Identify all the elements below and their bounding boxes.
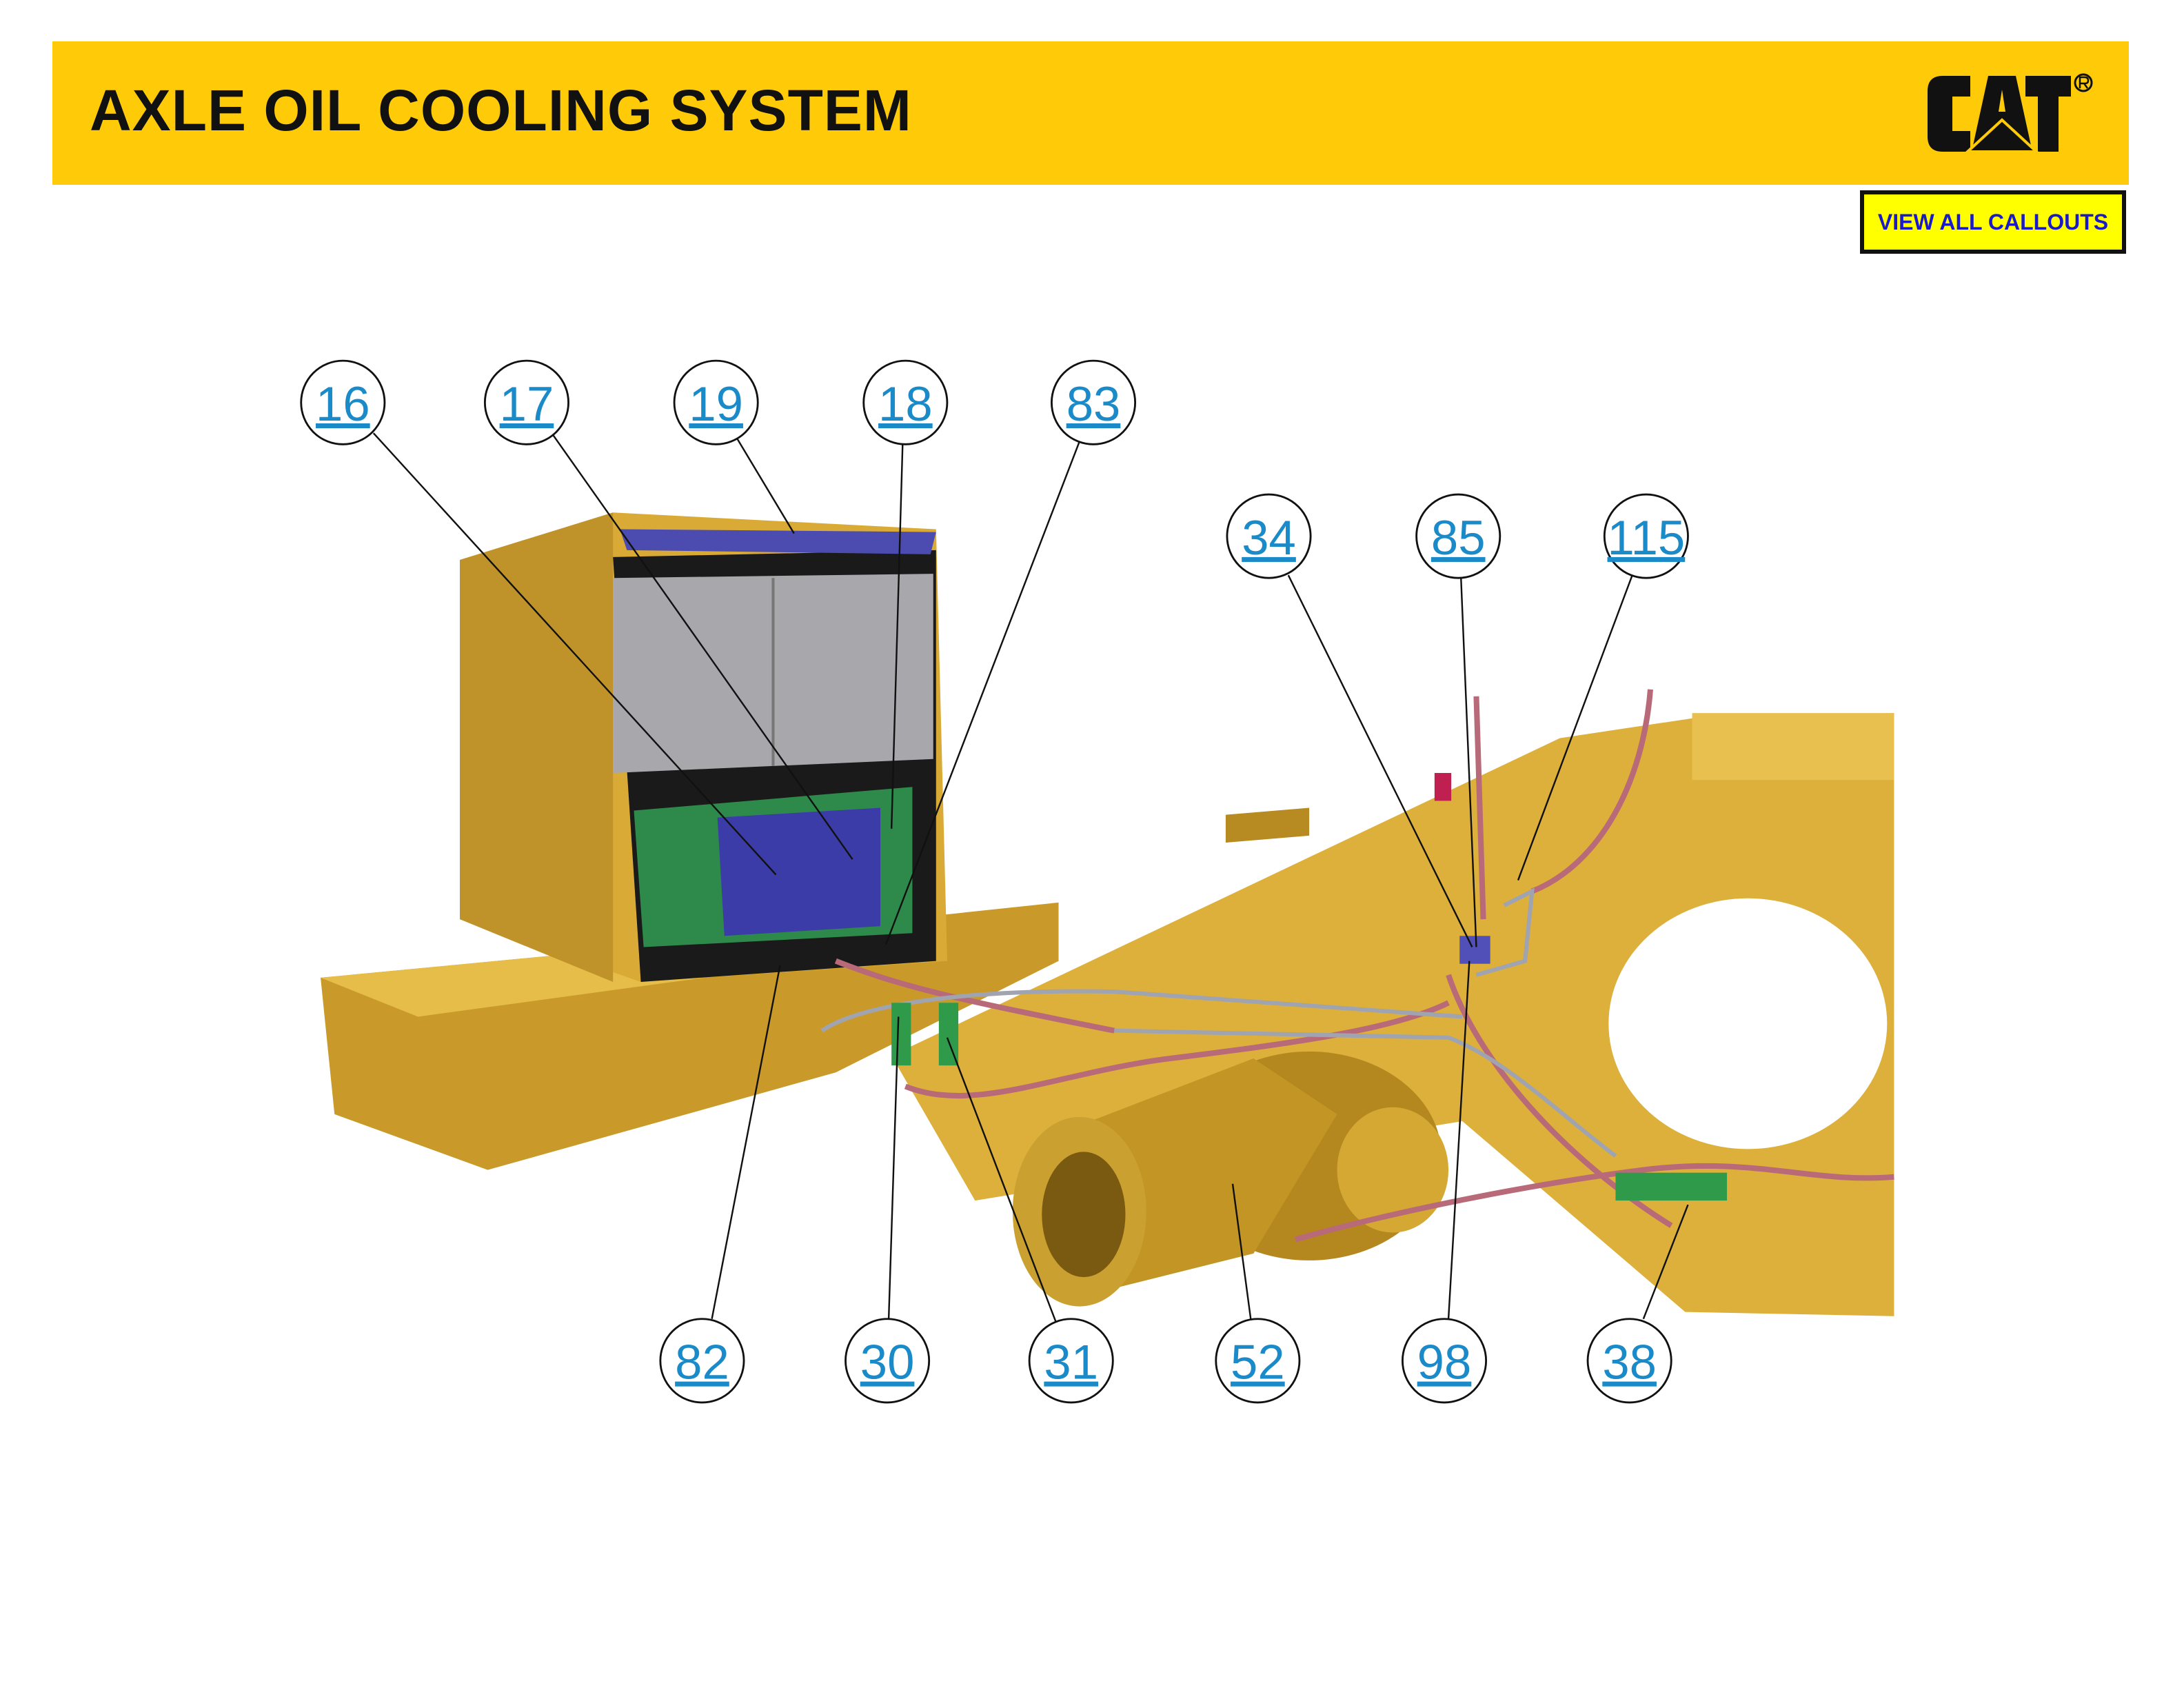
callout-98-label[interactable]: 98 <box>1417 1335 1472 1389</box>
page-title: AXLE OIL COOLING SYSTEM <box>90 78 912 143</box>
callout-85[interactable]: 85 <box>1415 493 1502 579</box>
callout-98[interactable]: 98 <box>1402 1318 1488 1404</box>
callout-38[interactable]: 38 <box>1586 1318 1672 1404</box>
callout-31[interactable]: 31 <box>1028 1318 1114 1404</box>
callout-85-label[interactable]: 85 <box>1431 510 1486 565</box>
callout-16-label[interactable]: 16 <box>316 376 370 431</box>
callout-19-label[interactable]: 19 <box>689 376 743 431</box>
logo-triangle-icon <box>1963 118 2041 153</box>
callout-52-label[interactable]: 52 <box>1231 1335 1285 1389</box>
frame-opening <box>1608 898 1888 1149</box>
callout-52[interactable]: 52 <box>1215 1318 1301 1404</box>
callout-115[interactable]: 115 <box>1603 493 1689 579</box>
header-banner: AXLE OIL COOLING SYSTEM <box>52 41 2129 185</box>
axle-oil-cooler <box>717 807 880 936</box>
callout-83[interactable]: 83 <box>1051 359 1137 445</box>
manifold-block <box>1615 1172 1728 1201</box>
callout-18-label[interactable]: 18 <box>878 376 933 431</box>
callout-17-label[interactable]: 17 <box>500 376 554 431</box>
view-all-callouts-button[interactable]: VIEW ALL CALLOUTS <box>1860 190 2126 254</box>
callout-82[interactable]: 82 <box>659 1318 745 1404</box>
callout-83-label[interactable]: 83 <box>1066 376 1121 431</box>
tubes <box>820 887 1617 1158</box>
callout-16[interactable]: 16 <box>300 359 386 445</box>
callout-18[interactable]: 18 <box>862 359 949 445</box>
cat-logo <box>1928 73 2093 153</box>
registered-mark-icon <box>2074 73 2093 92</box>
callout-19[interactable]: 19 <box>673 359 759 445</box>
top-tank <box>620 529 936 554</box>
logo-letter-t <box>2025 76 2071 152</box>
callout-115-label[interactable]: 115 <box>1608 510 1686 565</box>
callout-34[interactable]: 34 <box>1226 493 1312 579</box>
callout-30-label[interactable]: 30 <box>860 1335 915 1389</box>
callout-30[interactable]: 30 <box>845 1318 931 1404</box>
callout-31-label[interactable]: 31 <box>1044 1335 1098 1389</box>
callout-34-label[interactable]: 34 <box>1242 510 1296 565</box>
leader-lines <box>372 432 1689 1323</box>
logo-letter-c <box>1928 76 1970 152</box>
callout-82-label[interactable]: 82 <box>675 1335 729 1389</box>
callout-17[interactable]: 17 <box>483 359 569 445</box>
callout-38-label[interactable]: 38 <box>1602 1335 1657 1389</box>
